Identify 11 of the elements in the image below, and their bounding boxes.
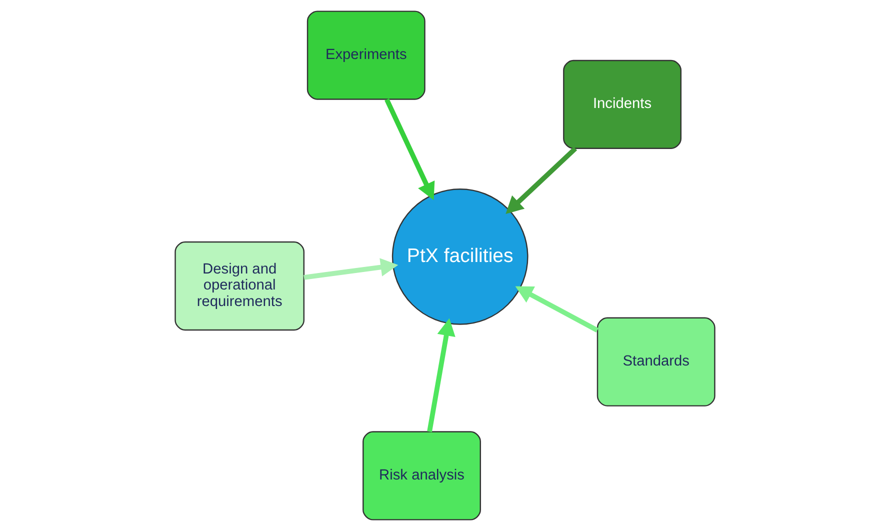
node-box: Standards <box>596 317 715 406</box>
arrow <box>505 146 577 214</box>
node-circle: PtX facilities <box>391 188 528 325</box>
node-box: Design and operational requirements <box>174 241 304 331</box>
arrow <box>426 318 455 432</box>
node-box: Incidents <box>562 60 682 150</box>
arrow <box>303 258 398 280</box>
node-box: Risk analysis <box>362 431 480 520</box>
arrow <box>514 286 598 332</box>
node-box: Experiments <box>306 10 425 100</box>
arrow <box>384 98 434 200</box>
